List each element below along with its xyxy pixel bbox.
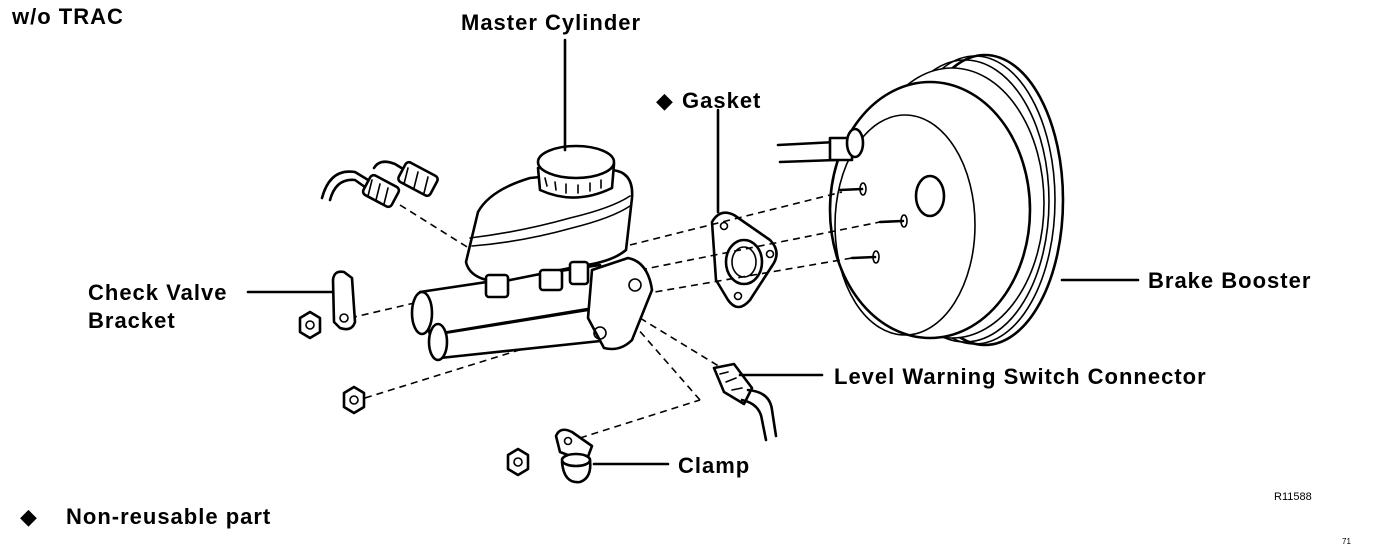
figure-code: R11588 (1274, 491, 1312, 503)
label-master-cylinder: Master Cylinder (461, 10, 641, 35)
clamp (554, 428, 594, 484)
gasket (710, 211, 778, 309)
label-clamp: Clamp (678, 453, 750, 478)
page-mark: 71 (1342, 537, 1351, 546)
label-check-valve-line1: Check Valve (88, 280, 227, 305)
gasket-marker-icon: ◆ (656, 88, 674, 113)
legend-text: Non-reusable part (66, 504, 271, 529)
label-gasket: Gasket (682, 88, 761, 113)
level-warning-switch-connector (712, 362, 778, 442)
brake-pipes (320, 160, 439, 209)
nut-upper (298, 310, 322, 340)
label-check-valve-line2: Bracket (88, 308, 176, 333)
label-level-warning-switch-connector: Level Warning Switch Connector (834, 364, 1207, 389)
assembly-lines (349, 191, 881, 439)
nut-clamp (506, 447, 530, 477)
brake-booster (776, 53, 1065, 347)
label-brake-booster: Brake Booster (1148, 268, 1311, 293)
nut-lower (342, 385, 366, 415)
master-cylinder (410, 144, 654, 362)
legend-marker-icon: ◆ (20, 504, 38, 529)
variant-label: w/o TRAC (11, 4, 124, 29)
check-valve-bracket (331, 270, 357, 331)
